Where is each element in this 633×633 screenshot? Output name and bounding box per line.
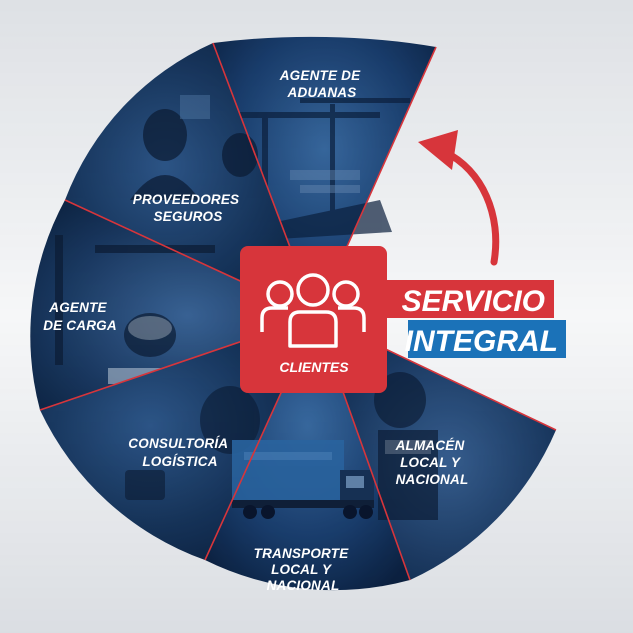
label-transporte: TRANSPORTE LOCAL Y NACIONAL [254, 546, 353, 593]
label-almacen: ALMACÉN LOCAL Y NACIONAL [395, 438, 469, 487]
tag-line2: INTEGRAL [405, 325, 558, 358]
tag-blue-band [408, 320, 566, 358]
servicio-integral-tag: SERVICIO INTEGRAL [386, 280, 566, 358]
curved-arrow-icon [418, 130, 500, 266]
tag-line1: SERVICIO [402, 285, 545, 318]
tag-red-band [386, 280, 554, 318]
label-consultoria: CONSULTORÍA LOGÍSTICA [128, 436, 231, 469]
clientes-box[interactable]: CLIENTES [240, 246, 387, 393]
people-group-icon [260, 273, 366, 348]
label-carga: AGENTE DE CARGA [43, 300, 117, 333]
clientes-label: CLIENTES [279, 359, 349, 375]
label-aduanas: AGENTE DE ADUANAS [279, 68, 365, 100]
label-proveedores: PROVEEDORES SEGUROS [133, 192, 243, 224]
